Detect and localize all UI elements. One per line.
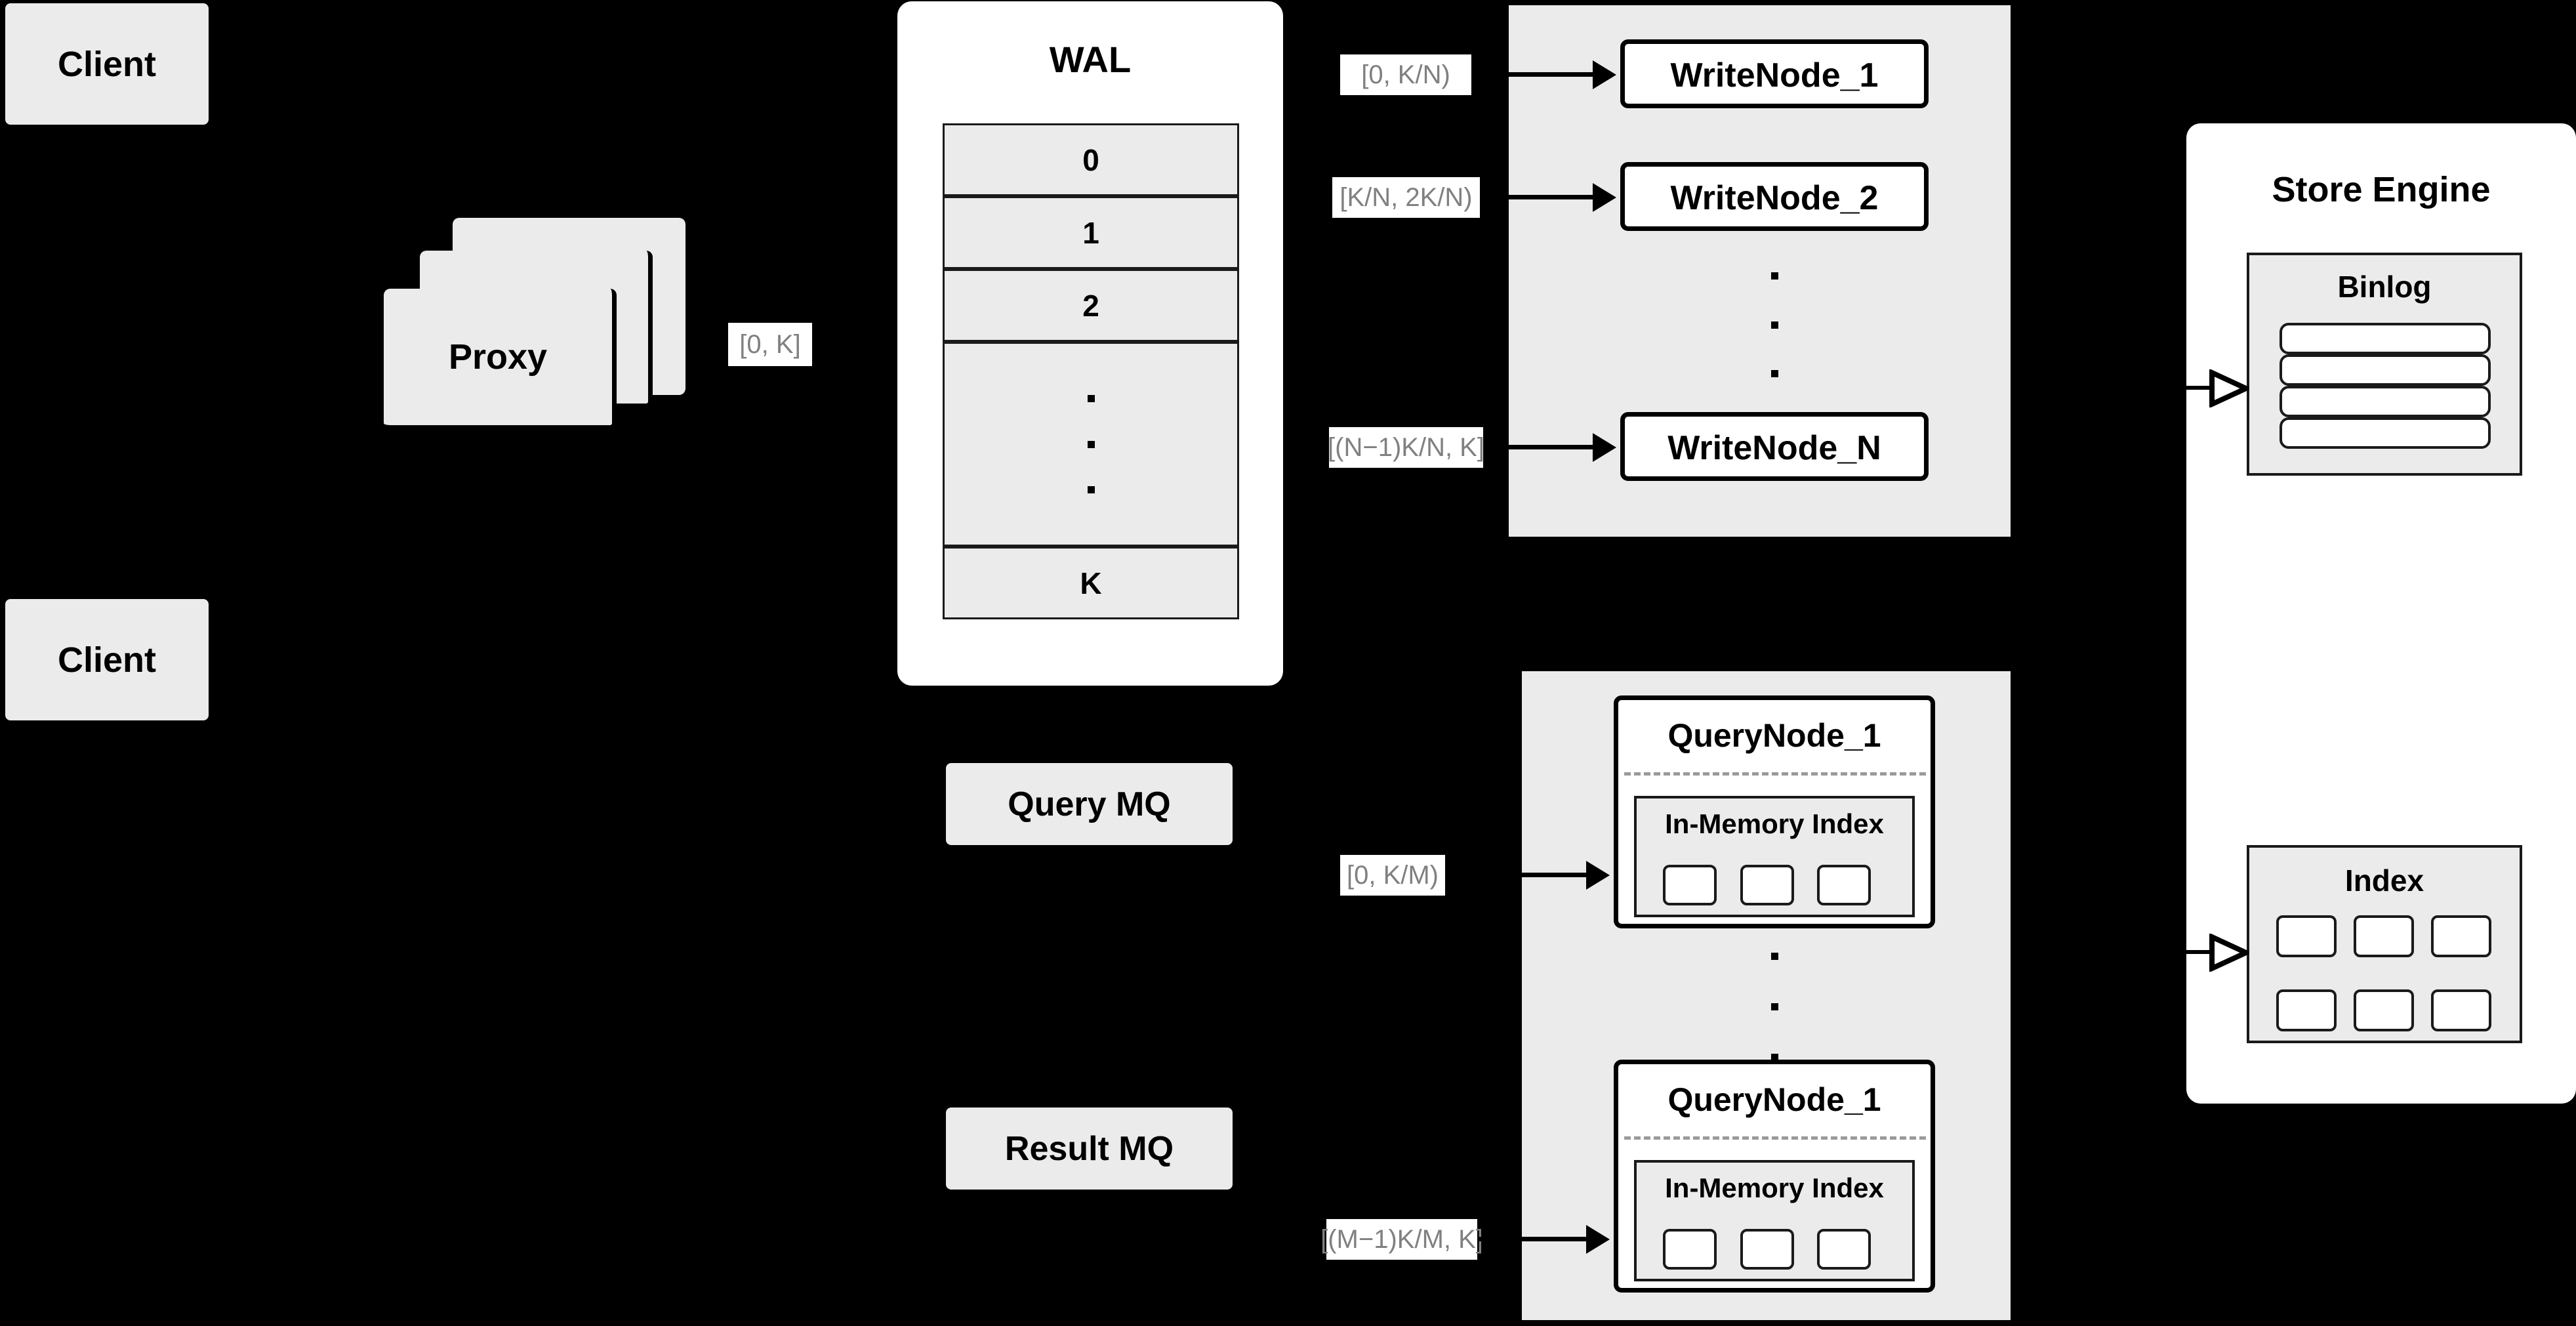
query-node-2-arrow-head <box>1586 1225 1610 1254</box>
write-node-2-label: WriteNode_2 <box>1670 179 1879 217</box>
write-node-1-range-label: [0, K/N) <box>1340 54 1471 95</box>
query-node-2-index-title: In-Memory Index <box>1665 1172 1884 1203</box>
write-nodes-ellipsis-dots <box>1770 272 1779 377</box>
write-node-n-arrow-line <box>1488 445 1593 449</box>
index-cell[interactable] <box>2354 989 2414 1031</box>
write-node-2-range-label: [K/N, 2K/N) <box>1332 177 1480 218</box>
wal-slot-1[interactable]: 1 <box>943 196 1239 269</box>
query-mq-box[interactable]: Query MQ <box>946 763 1233 845</box>
query-node-2-separator <box>1624 1136 1926 1140</box>
query-node-2-index-segment[interactable] <box>1663 1229 1717 1270</box>
write-node-1-arrow-line <box>1488 72 1593 77</box>
client-label: Client <box>57 640 156 680</box>
write-node-n-range-label: [(N−1)K/N, K] <box>1328 427 1484 468</box>
index-cell[interactable] <box>2431 915 2491 957</box>
proxy-box[interactable]: Proxy <box>384 289 617 430</box>
write-node-2[interactable] <box>1620 162 1929 231</box>
query-node-2-arrow-line <box>1478 1237 1586 1241</box>
client-box-2[interactable]: Client <box>5 599 209 720</box>
query-node-1-index-segment[interactable] <box>1740 865 1794 905</box>
client-box-1[interactable]: Client <box>5 3 209 125</box>
query-node-1-index-segment[interactable] <box>1663 865 1717 905</box>
query-mq-label: Query MQ <box>1008 785 1171 823</box>
binlog-row[interactable] <box>2280 386 2491 417</box>
wal-slot-2[interactable]: 2 <box>943 269 1239 342</box>
write-node-1-label: WriteNode_1 <box>1670 56 1879 94</box>
query-node-1-range-label: [0, K/M) <box>1340 855 1445 896</box>
wal-ellipsis-dots <box>1087 395 1095 493</box>
wal-slot-0[interactable]: 0 <box>943 123 1239 196</box>
query-node-2-label: QueryNode_1 <box>1667 1081 1881 1118</box>
index-arrow-head-icon <box>2209 934 2249 972</box>
write-node-n-label: WriteNode_N <box>1667 429 1881 467</box>
client-label: Client <box>57 44 156 84</box>
query-node-1-index-segment[interactable] <box>1817 865 1871 905</box>
index-cell[interactable] <box>2431 989 2491 1031</box>
result-mq-box[interactable]: Result MQ <box>946 1108 1233 1190</box>
result-mq-label: Result MQ <box>1004 1129 1174 1168</box>
store-engine-title: Store Engine <box>2272 170 2491 209</box>
write-node-1[interactable] <box>1620 39 1929 108</box>
query-node-1-arrow-line <box>1478 873 1586 877</box>
wal-slot-k[interactable]: K <box>943 547 1239 619</box>
binlog-arrow-head-icon <box>2209 369 2249 407</box>
index-cell[interactable] <box>2354 915 2414 957</box>
binlog-row[interactable] <box>2280 354 2491 386</box>
binlog-row[interactable] <box>2280 417 2491 449</box>
query-node-2-index-segment[interactable] <box>1817 1229 1871 1270</box>
binlog-row[interactable] <box>2280 323 2491 354</box>
query-node-2-index-segment[interactable] <box>1740 1229 1794 1270</box>
write-node-1-arrow-head <box>1593 60 1616 89</box>
query-nodes-ellipsis-dots <box>1770 953 1779 1061</box>
query-node-1-index-title: In-Memory Index <box>1665 808 1884 839</box>
binlog-arrow-line <box>2184 386 2212 390</box>
index-cell[interactable] <box>2276 915 2337 957</box>
write-node-2-arrow-line <box>1488 195 1593 199</box>
query-node-1-separator <box>1624 772 1926 776</box>
index-cell[interactable] <box>2276 989 2337 1031</box>
query-node-1-label: QueryNode_1 <box>1667 717 1881 754</box>
proxy-range-label: [0, K] <box>728 323 812 366</box>
write-node-2-arrow-head <box>1593 183 1616 212</box>
proxy-label: Proxy <box>448 337 548 377</box>
index-title: Index <box>2344 863 2424 898</box>
write-node-n[interactable] <box>1620 412 1929 481</box>
write-node-n-arrow-head <box>1593 433 1616 462</box>
query-node-1-arrow-head <box>1586 861 1610 890</box>
binlog-title: Binlog <box>2337 270 2432 304</box>
index-arrow-line <box>2184 950 2212 954</box>
wal-title: WAL <box>1049 39 1132 80</box>
query-node-2-range-label: [(M−1)K/M, K] <box>1320 1219 1483 1260</box>
wal-slot-ellipsis <box>943 342 1239 547</box>
